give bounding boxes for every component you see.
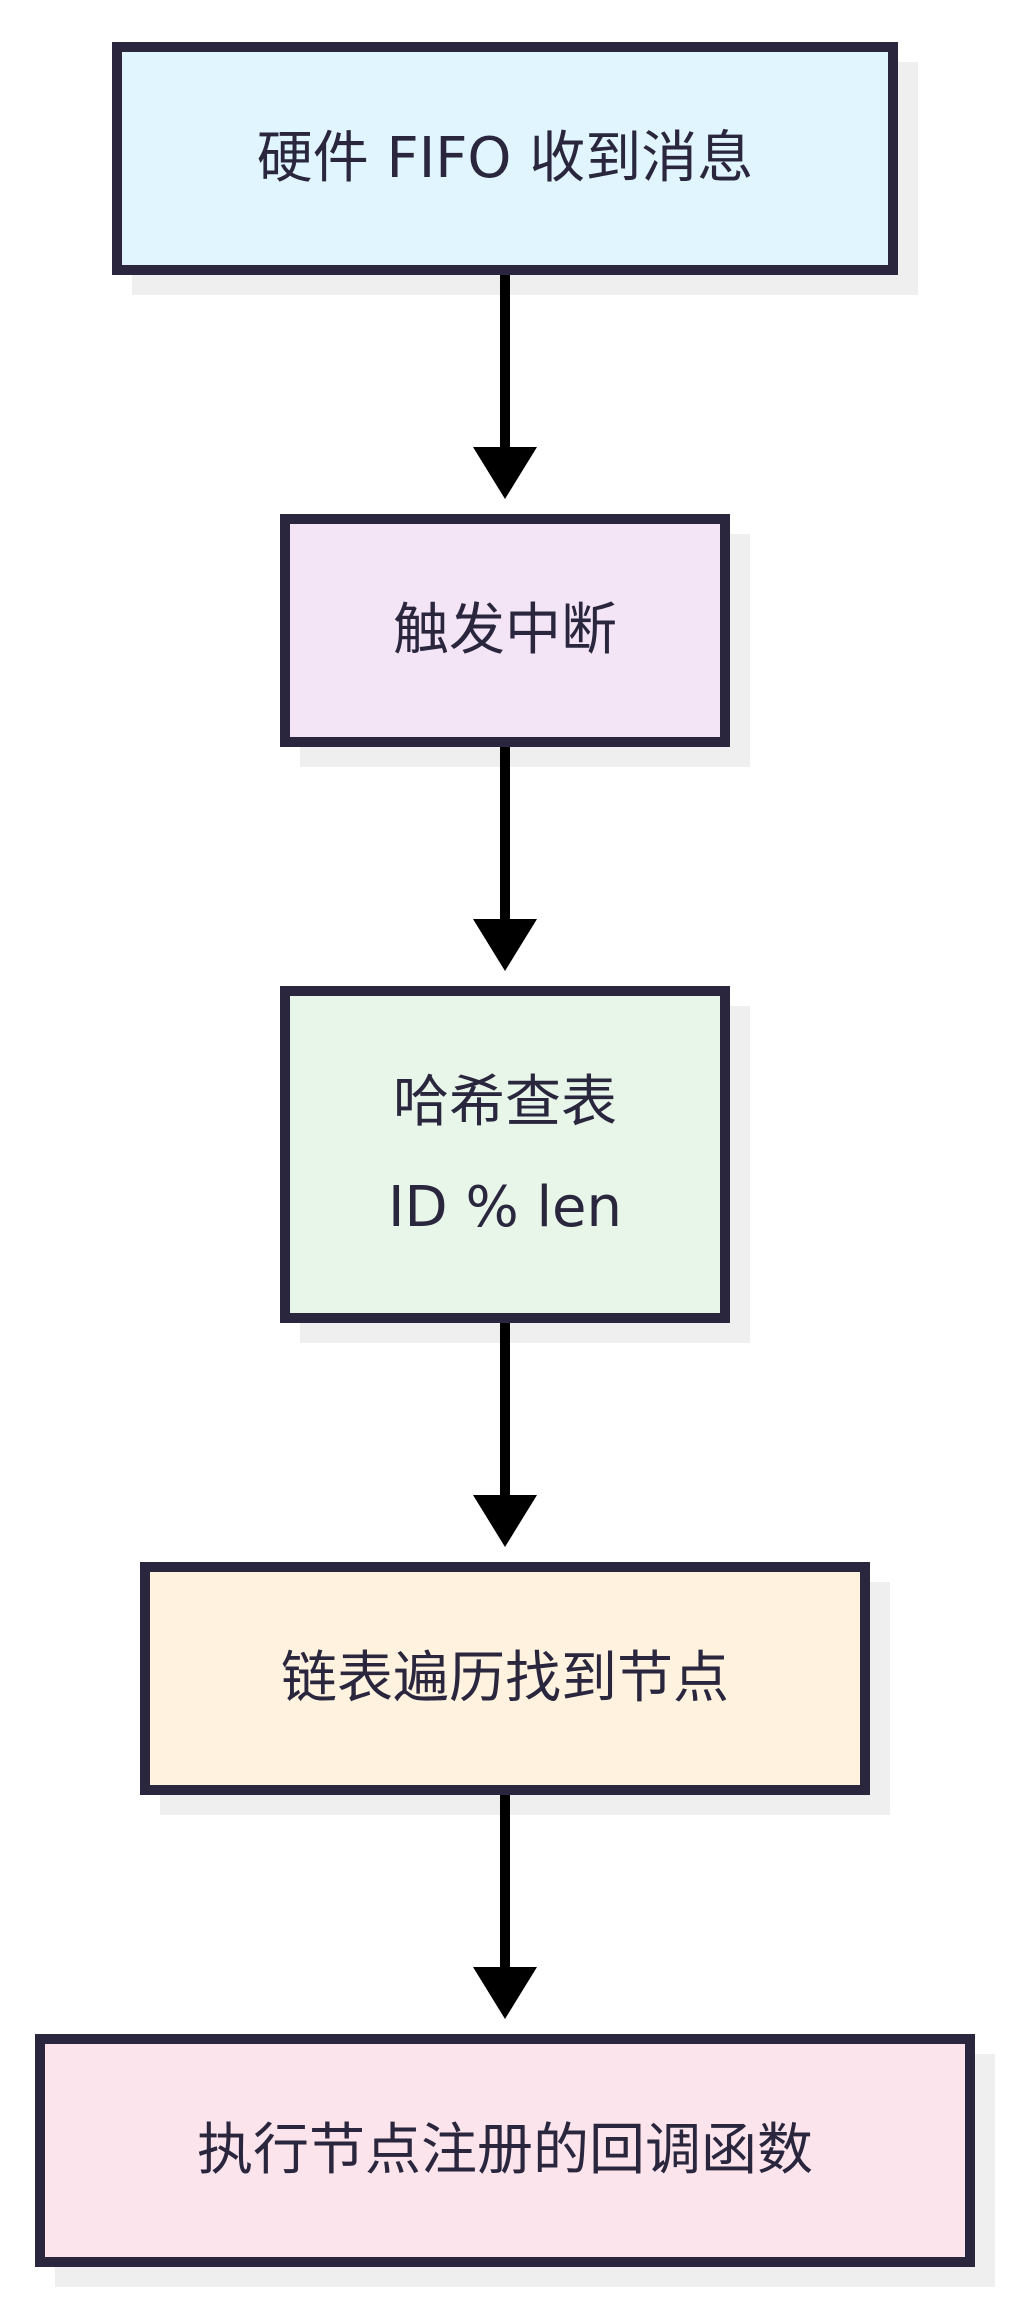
edge-line	[500, 747, 510, 922]
arrow-down-icon	[473, 447, 537, 499]
node-hash-lookup: 哈希查表 ID % len	[280, 986, 730, 1323]
node-label: 触发中断	[393, 598, 617, 663]
node-execute-callback: 执行节点注册的回调函数	[35, 2034, 975, 2267]
arrow-down-icon	[473, 1967, 537, 2019]
node-label: 硬件 FIFO 收到消息	[256, 126, 754, 191]
edge-line	[500, 275, 510, 450]
edge-line	[500, 1323, 510, 1498]
node-list-traverse: 链表遍历找到节点	[140, 1562, 870, 1795]
arrow-down-icon	[473, 919, 537, 971]
node-label: 执行节点注册的回调函数	[197, 2118, 813, 2183]
node-label: 链表遍历找到节点	[281, 1646, 729, 1711]
node-trigger-interrupt: 触发中断	[280, 514, 730, 747]
arrow-down-icon	[473, 1495, 537, 1547]
node-label-line-1: 哈希查表	[393, 1069, 617, 1135]
node-hardware-fifo-received: 硬件 FIFO 收到消息	[112, 42, 898, 275]
node-label-line-2: ID % len	[388, 1174, 622, 1240]
edge-line	[500, 1795, 510, 1970]
